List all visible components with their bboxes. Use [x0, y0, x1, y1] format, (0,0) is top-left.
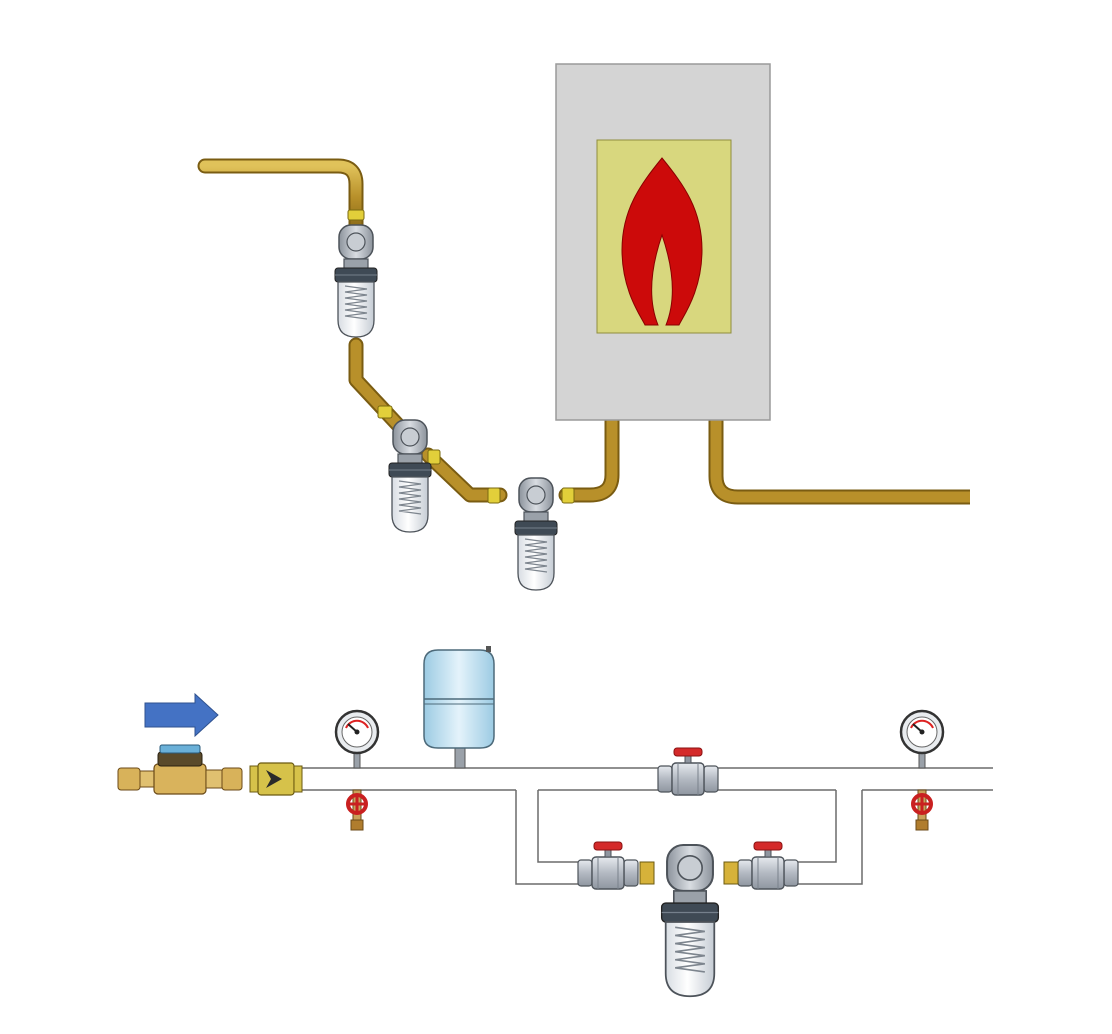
brass-connector: [723, 861, 739, 885]
water-meter-icon: [117, 744, 243, 795]
brass-pipe-inlet: [197, 158, 620, 503]
water-filter-icon: [388, 419, 432, 533]
water-filter-icon: [514, 477, 558, 591]
pipe-couplers: [347, 209, 575, 504]
drain-tap-icon: [346, 788, 368, 832]
brass-connector: [639, 861, 655, 885]
filter-bypass-loop: [515, 790, 863, 885]
flow-direction-arrow-icon: [144, 692, 219, 738]
main-supply-pipe: [290, 767, 993, 791]
expansion-tank-icon: [423, 646, 495, 769]
drain-tap-icon: [911, 788, 933, 832]
bottom-diagram: [117, 646, 993, 998]
top-diagram: [197, 63, 970, 591]
check-valve-icon: [249, 762, 303, 796]
water-filter-icon: [334, 224, 378, 338]
flame-icon: [621, 157, 703, 326]
water-filter-icon: [660, 843, 720, 998]
water-heater-icon: [555, 63, 771, 421]
brass-pipe-outlet: [708, 420, 970, 505]
